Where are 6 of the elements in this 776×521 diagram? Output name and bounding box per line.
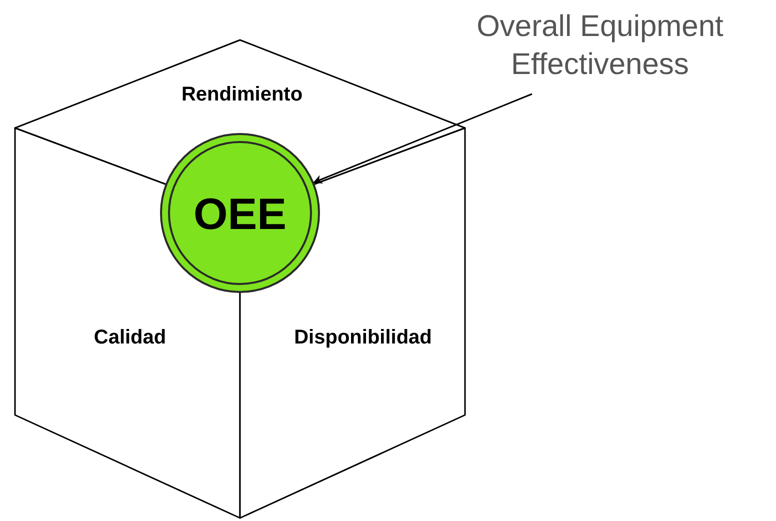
face-label: Disponibilidad — [294, 326, 432, 350]
callout-text: Overall Equipment Effectiveness — [476, 9, 724, 83]
leader-arrow — [313, 93, 532, 184]
face-label: Rendimiento — [181, 84, 303, 106]
face-label: Calidad — [94, 326, 166, 350]
circle-label: OEE — [194, 190, 286, 240]
